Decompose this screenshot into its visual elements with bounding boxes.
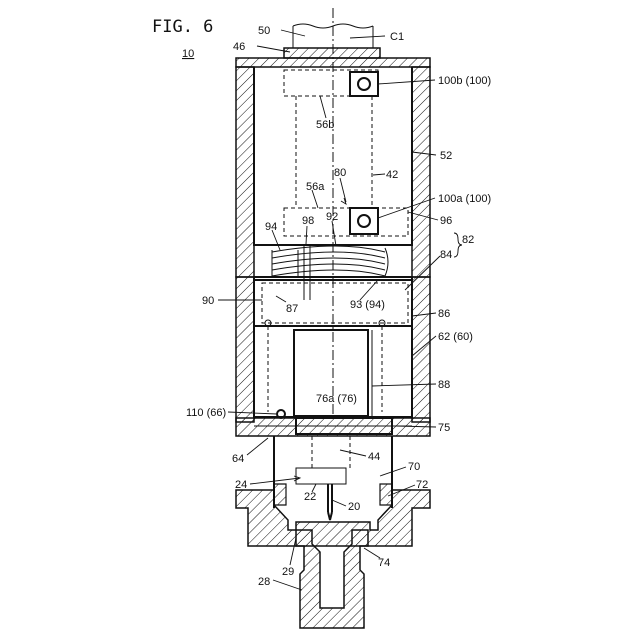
label-100a: 100a (100) [438, 193, 491, 205]
label-96: 96 [440, 215, 452, 227]
label-93: 93 (94) [350, 299, 385, 311]
label-74: 74 [378, 557, 390, 569]
figure-title: FIG. 6 [152, 17, 213, 37]
label-72: 72 [416, 479, 428, 491]
label-98: 98 [302, 215, 314, 227]
label-20: 20 [348, 501, 360, 513]
label-50: 50 [258, 25, 270, 37]
figure-ref-number: 10 [182, 48, 194, 60]
label-88: 88 [438, 379, 450, 391]
coil-94 [272, 244, 388, 300]
needle-20 [328, 484, 332, 520]
label-c1: C1 [390, 31, 404, 43]
label-42: 42 [386, 169, 398, 181]
label-62: 62 (60) [438, 331, 473, 343]
label-110: 110 (66) [186, 407, 226, 419]
label-76a: 76a (76) [316, 393, 357, 405]
label-75: 75 [438, 422, 450, 434]
block-22 [296, 468, 346, 484]
label-44: 44 [368, 451, 380, 463]
label-82: 82 [462, 234, 474, 246]
label-70: 70 [408, 461, 420, 473]
label-22: 22 [304, 491, 316, 503]
label-24: 24 [235, 479, 247, 491]
label-87: 87 [286, 303, 298, 315]
label-86: 86 [438, 308, 450, 320]
label-64: 64 [232, 453, 244, 465]
callout-labels: 50 C1 46 100b (100) 56b 52 80 42 56a 100… [186, 25, 491, 588]
cap-46 [284, 48, 380, 58]
sensor-100a [350, 208, 378, 234]
label-29: 29 [282, 566, 294, 578]
label-90: 90 [202, 295, 214, 307]
label-56b: 56b [316, 119, 334, 131]
label-84: 84 [440, 249, 452, 261]
label-46: 46 [233, 41, 245, 53]
label-80: 80 [334, 167, 346, 179]
housing-52 [236, 58, 430, 277]
frame-90 [262, 283, 408, 323]
label-94: 94 [265, 221, 277, 233]
label-28: 28 [258, 576, 270, 588]
label-52: 52 [440, 150, 452, 162]
sensor-100b [350, 72, 378, 96]
label-100b: 100b (100) [438, 75, 491, 87]
label-56a: 56a [306, 181, 325, 193]
label-92: 92 [326, 211, 338, 223]
